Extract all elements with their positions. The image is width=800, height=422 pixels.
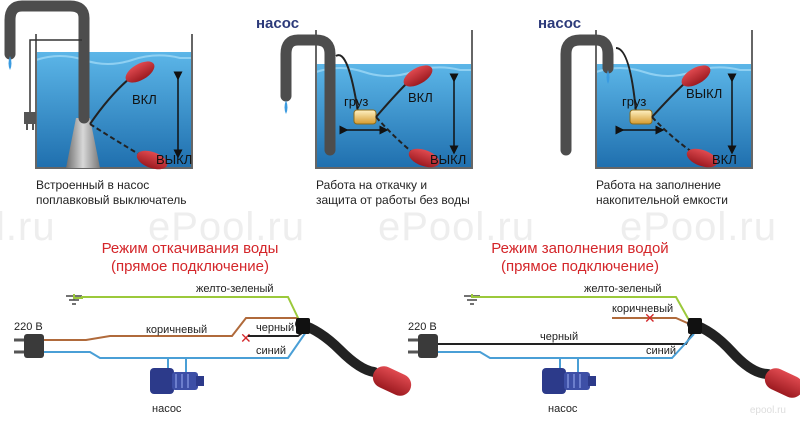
float-switch-up: [681, 65, 711, 87]
mode-title-line: Режим заполнения водой: [491, 240, 669, 257]
tank-wall: [595, 30, 753, 169]
plug-icon: [24, 112, 36, 124]
mode-title-filling: Режим заполнения водой (прямое подключен…: [470, 240, 690, 276]
water-tank-3: [596, 64, 752, 168]
off-label: ВЫКЛ: [430, 152, 466, 167]
float-cable-on: [651, 116, 693, 153]
cable-junction: [688, 318, 702, 334]
cable-junction: [296, 318, 310, 334]
float-switch-down: [136, 150, 168, 170]
pump-label: насос: [152, 403, 182, 415]
float-cable-off: [375, 116, 413, 153]
float-switch-up: [125, 61, 155, 83]
caption-line: накопительной емкости: [596, 193, 728, 207]
watermark: ePool.ru: [620, 205, 777, 249]
pump-hose: [4, 0, 90, 124]
mode-title-line: (прямое подключение): [500, 258, 660, 275]
water-surface: [35, 54, 192, 65]
water-drop: [284, 100, 288, 114]
float-switch: [764, 368, 800, 398]
plug-icon: [24, 334, 44, 358]
mode-title-line: Режим откачивания воды: [101, 240, 279, 257]
pump-body: [66, 118, 100, 168]
weight-label: груз: [622, 94, 646, 109]
wire-label-yellow-green: желто-зеленый: [584, 283, 662, 295]
pump-label: насос: [548, 403, 578, 415]
weight-block: [629, 109, 653, 125]
mode-title-pumping: Режим откачивания воды (прямое подключен…: [80, 240, 300, 276]
on-label: ВКЛ: [408, 90, 433, 105]
float-switch-up: [403, 65, 433, 87]
on-label: ВКЛ: [132, 92, 157, 107]
wire-blue: [438, 333, 695, 359]
off-label: ВЫКЛ: [686, 86, 722, 101]
pump-motor-icon: [542, 368, 596, 394]
voltage-label: 220 В: [14, 321, 43, 333]
plug-icon: [418, 334, 438, 358]
wire-label-black: черный: [540, 331, 578, 343]
wire-label-brown: коричневый: [146, 324, 207, 336]
water-surface: [315, 66, 472, 77]
on-label: ВКЛ: [712, 152, 737, 167]
plug-pins: [14, 338, 24, 354]
float-switch: [372, 366, 412, 396]
pump-label: насос: [256, 15, 299, 32]
watermark: ePool.ru: [378, 205, 535, 249]
voltage-label: 220 В: [408, 321, 437, 333]
wire-label-black: черный: [256, 322, 294, 334]
caption-panel-3: Работа на заполнение накопительной емкос…: [596, 178, 728, 208]
wiring-pumping-out: ✕: [14, 294, 412, 396]
caption-line: защита от работы без воды: [316, 193, 470, 207]
wire-yellow-green: [471, 294, 691, 323]
weight-block: [353, 109, 377, 125]
float-switch-down: [686, 148, 718, 168]
float-cable-on: [89, 77, 131, 125]
wire-blue: [44, 331, 307, 359]
tank-wall: [315, 30, 473, 169]
cut-mark-icon: ✕: [644, 310, 656, 326]
plug-pins: [408, 338, 418, 354]
panel-filling: насос груз ВЫКЛ ВКЛ: [538, 15, 753, 169]
caption-line: Встроенный в насос: [36, 178, 150, 192]
caption-line: поплавковый выключатель: [36, 193, 187, 207]
wire-yellow-green: [73, 294, 301, 323]
weight-label: груз: [344, 94, 368, 109]
float-switch-down: [408, 148, 440, 168]
float-cable: [295, 319, 379, 377]
caption-line: Работа на заполнение: [596, 178, 721, 192]
pump-motor-icon: [150, 368, 204, 394]
wire-label-blue: синий: [646, 345, 676, 357]
mode-title-line: (прямое подключение): [110, 258, 270, 275]
pump-label: насос: [538, 15, 581, 32]
panel-pumping-out: насос груз ВКЛ ВЫКЛ: [256, 15, 473, 169]
float-cable: [687, 319, 773, 379]
wire-label-brown: коричневый: [612, 303, 673, 315]
water-tank-2: [316, 64, 472, 168]
water-surface: [595, 66, 752, 77]
wire-label-yellow-green: желто-зеленый: [196, 283, 274, 295]
watermark: l.ru: [0, 205, 56, 249]
plug-pins: [26, 124, 34, 130]
cut-mark-icon: ✕: [240, 330, 252, 346]
wire-brown: [44, 317, 307, 341]
tank-wall: [35, 34, 193, 169]
caption-panel-2: Работа на откачку и защита от работы без…: [316, 178, 470, 208]
wire-label-blue: синий: [256, 345, 286, 357]
water-drop: [8, 56, 12, 70]
power-cord: [29, 39, 82, 112]
caption-panel-1: Встроенный в насос поплавковый выключате…: [36, 178, 187, 208]
pump-hose: [280, 34, 336, 156]
pump-hose: [560, 34, 614, 156]
water-drop: [606, 70, 610, 84]
water-tank-1: [36, 52, 192, 168]
watermark: ePool.ru: [148, 205, 305, 249]
panel-builtin-float: ВКЛ ВЫКЛ: [4, 0, 193, 170]
wiring-filling: ✕: [408, 294, 800, 398]
corner-watermark: epool.ru: [749, 405, 786, 416]
caption-line: Работа на откачку и: [316, 178, 428, 192]
off-label: ВЫКЛ: [156, 152, 192, 167]
